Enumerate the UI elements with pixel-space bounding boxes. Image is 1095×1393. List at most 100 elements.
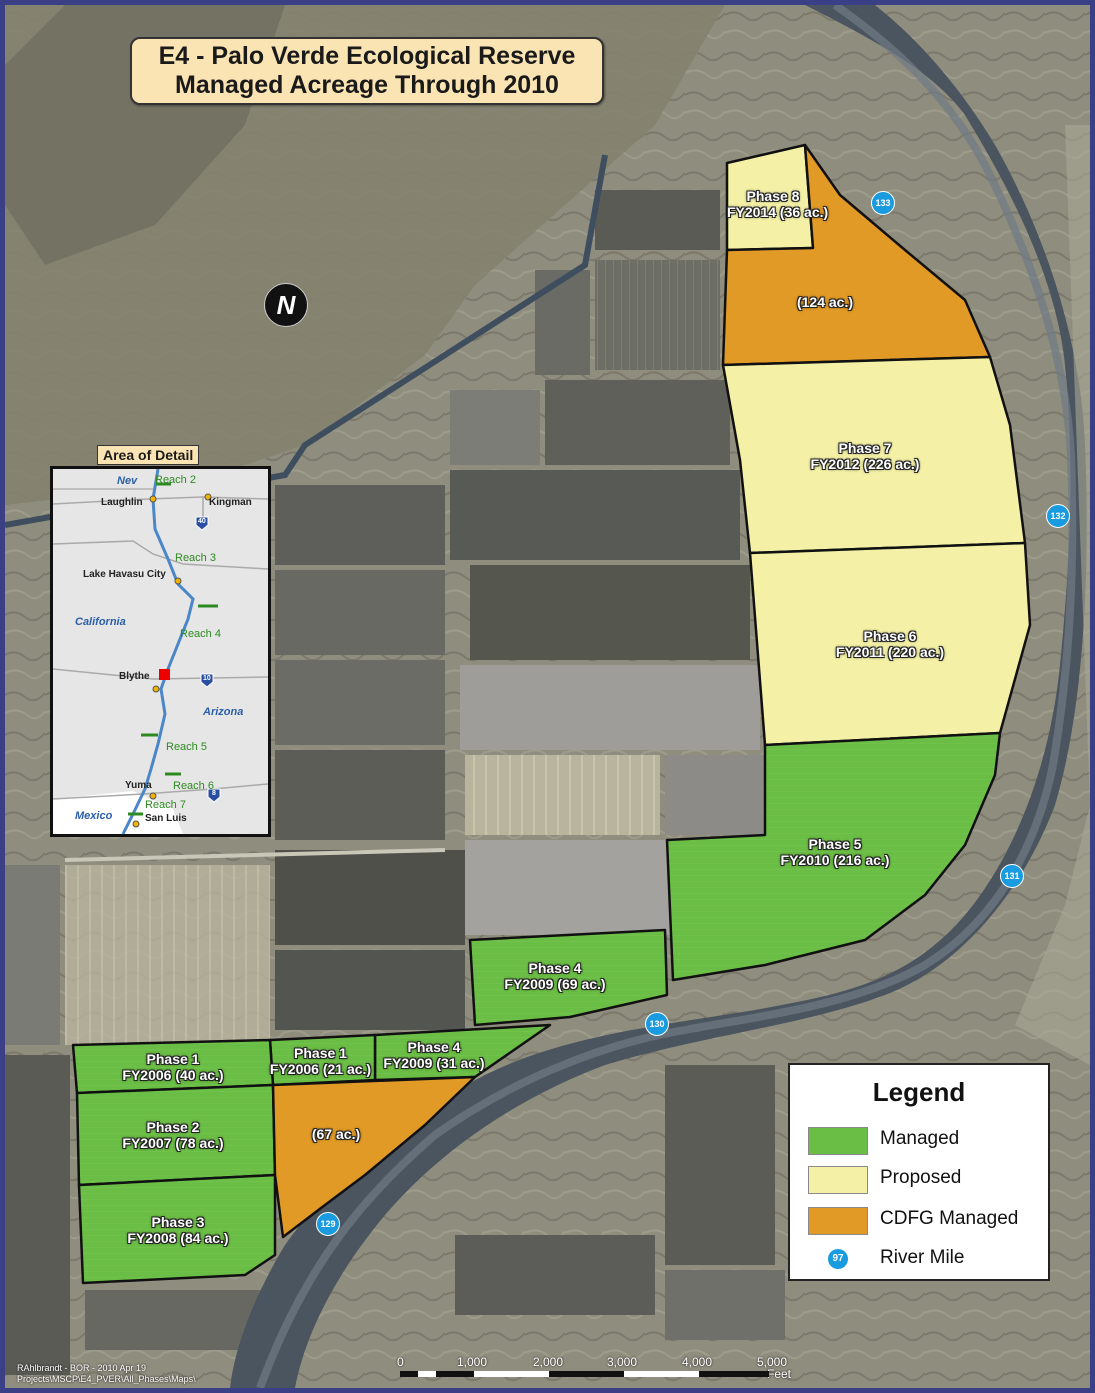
phase-name: Phase 8 xyxy=(746,188,800,204)
river-mile-marker: 133 xyxy=(871,191,895,215)
label-phase-5: Phase 5 FY2010 (216 ac.) xyxy=(770,836,900,868)
legend-item-proposed: Proposed xyxy=(808,1164,1043,1194)
scale-segment xyxy=(400,1371,418,1377)
phase-detail: FY2009 (31 ac.) xyxy=(383,1055,485,1071)
river-mile-marker: 131 xyxy=(1000,864,1024,888)
detail-area-marker xyxy=(159,669,170,680)
parcel-phase-6 xyxy=(748,541,1032,747)
river-mile-marker: 129 xyxy=(316,1212,340,1236)
legend-item-managed: Managed xyxy=(808,1125,1043,1155)
inset-label-california: California xyxy=(75,616,126,628)
legend-item-river-mile: 97 River Mile xyxy=(808,1244,1043,1274)
map-credit: RAhlbrandt - BOR - 2010 Apr 19 Projects\… xyxy=(17,1363,196,1385)
inset-label-mexico: Mexico xyxy=(75,810,113,822)
legend: Legend Managed Proposed CDFG Managed 97 … xyxy=(788,1063,1050,1281)
label-phase-1-40: Phase 1 FY2006 (40 ac.) xyxy=(113,1051,233,1083)
inset-city-kingman: Kingman xyxy=(209,497,252,508)
phase-name: Phase 5 xyxy=(808,836,862,852)
aerial-map[interactable]: Phase 8 FY2014 (36 ac.) (124 ac.) Phase … xyxy=(5,5,1090,1388)
phase-detail: FY2014 (36 ac.) xyxy=(727,204,829,220)
legend-item-cdfg: CDFG Managed xyxy=(808,1205,1043,1235)
scale-tick: 2,000 xyxy=(533,1355,564,1369)
scale-tick: 3,000 xyxy=(607,1355,638,1369)
legend-label: Proposed xyxy=(880,1167,962,1188)
inset-map xyxy=(53,469,268,834)
scale-segment xyxy=(436,1371,474,1377)
legend-label: CDFG Managed xyxy=(880,1208,1019,1229)
phase-name: Phase 4 xyxy=(528,960,582,976)
inset-reach-5: Reach 5 xyxy=(166,741,207,753)
legend-swatch-proposed xyxy=(808,1166,868,1194)
phase-name: Phase 1 xyxy=(146,1051,200,1067)
inset-label-nev: Nev xyxy=(117,475,138,487)
inset-highway-40: 40 xyxy=(198,518,206,525)
scale-segment xyxy=(699,1371,769,1377)
parcels xyxy=(71,143,1032,1285)
inset-highway-8: 8 xyxy=(212,790,216,797)
inset-reach-3: Reach 3 xyxy=(175,552,216,564)
phase-detail: (67 ac.) xyxy=(311,1126,361,1142)
phase-detail: (124 ac.) xyxy=(796,294,854,310)
inset-city-blythe: Blythe xyxy=(119,671,150,682)
inset-label-arizona: Arizona xyxy=(203,706,244,718)
farm-fields xyxy=(5,190,785,1375)
river-mile-marker: 130 xyxy=(645,1012,669,1036)
phase-detail: FY2006 (40 ac.) xyxy=(122,1067,224,1083)
credit-line-2: Projects\MSCP\E4_PVER\All_Phases\Maps\ xyxy=(17,1374,196,1384)
scale-segment xyxy=(418,1371,436,1377)
inset-city-yuma: Yuma xyxy=(125,780,152,791)
scale-segment xyxy=(624,1371,699,1377)
inset-reach-2: Reach 2 xyxy=(155,474,196,486)
legend-label: River Mile xyxy=(880,1247,965,1268)
phase-name: Phase 2 xyxy=(146,1119,200,1135)
legend-swatch-cdfg xyxy=(808,1207,868,1235)
label-phase-8: Phase 8 FY2014 (36 ac.) xyxy=(727,188,829,220)
phase-name: Phase 6 xyxy=(863,628,917,644)
phase-name: Phase 3 xyxy=(151,1214,205,1230)
map-title: E4 - Palo Verde Ecological Reserve Manag… xyxy=(130,37,604,105)
phase-detail: FY2007 (78 ac.) xyxy=(122,1135,224,1151)
colorado-river xyxy=(230,5,1087,1388)
label-phase-2: Phase 2 FY2007 (78 ac.) xyxy=(113,1119,233,1151)
label-phase-1-21: Phase 1 FY2006 (21 ac.) xyxy=(263,1045,378,1077)
label-phase-4-31: Phase 4 FY2009 (31 ac.) xyxy=(374,1039,494,1071)
north-arrow-icon: N xyxy=(264,283,308,327)
title-line-1: E4 - Palo Verde Ecological Reserve xyxy=(158,42,576,70)
phase-detail: FY2009 (69 ac.) xyxy=(504,976,606,992)
scale-unit: Feet xyxy=(767,1367,792,1381)
area-of-detail-inset: Nev California Arizona Mexico Laughlin K… xyxy=(50,466,271,837)
legend-title: Legend xyxy=(872,1077,966,1107)
inset-city-lake-havasu: Lake Havasu City xyxy=(83,569,166,580)
title-line-2: Managed Acreage Through 2010 xyxy=(175,71,559,99)
phase-detail: FY2006 (21 ac.) xyxy=(269,1061,372,1077)
label-cdfg-67: (67 ac.) xyxy=(301,1126,371,1142)
phase-detail: FY2010 (216 ac.) xyxy=(780,852,890,868)
scale-tick: 1,000 xyxy=(457,1355,488,1369)
inset-reach-7: Reach 7 xyxy=(145,799,186,811)
scale-tick: 0 xyxy=(397,1355,404,1369)
credit-line-1: RAhlbrandt - BOR - 2010 Apr 19 xyxy=(17,1363,147,1373)
phase-name: Phase 7 xyxy=(838,440,892,456)
phase-detail: FY2008 (84 ac.) xyxy=(127,1230,229,1246)
parcel-phase-3 xyxy=(77,1173,277,1285)
parcel-cdfg-67 xyxy=(271,1075,477,1239)
inset-city-san-luis: San Luis xyxy=(145,813,187,824)
parcel-phase-5 xyxy=(665,731,1002,982)
legend-swatch-managed xyxy=(808,1127,868,1155)
parcel-phase-4-69 xyxy=(468,928,669,1027)
inset-highway-10: 10 xyxy=(203,675,211,682)
scale-tick: 5,000 xyxy=(757,1355,788,1369)
legend-label: Managed xyxy=(880,1128,960,1149)
label-phase-4-69: Phase 4 FY2009 (69 ac.) xyxy=(495,960,615,992)
phase-name: Phase 4 xyxy=(407,1039,461,1055)
scale-tick: 4,000 xyxy=(682,1355,713,1369)
phase-detail: FY2011 (220 ac.) xyxy=(835,644,945,660)
scale-bar: 0 1,000 2,000 3,000 4,000 5,000 Feet xyxy=(395,1355,805,1388)
inset-reach-6: Reach 6 xyxy=(173,780,214,792)
phase-detail: FY2012 (226 ac.) xyxy=(810,456,920,472)
river-mile-icon: 97 xyxy=(828,1249,848,1269)
label-cdfg-124: (124 ac.) xyxy=(775,294,875,310)
phase-name: Phase 1 xyxy=(294,1045,347,1061)
inset-river xyxy=(121,469,195,834)
